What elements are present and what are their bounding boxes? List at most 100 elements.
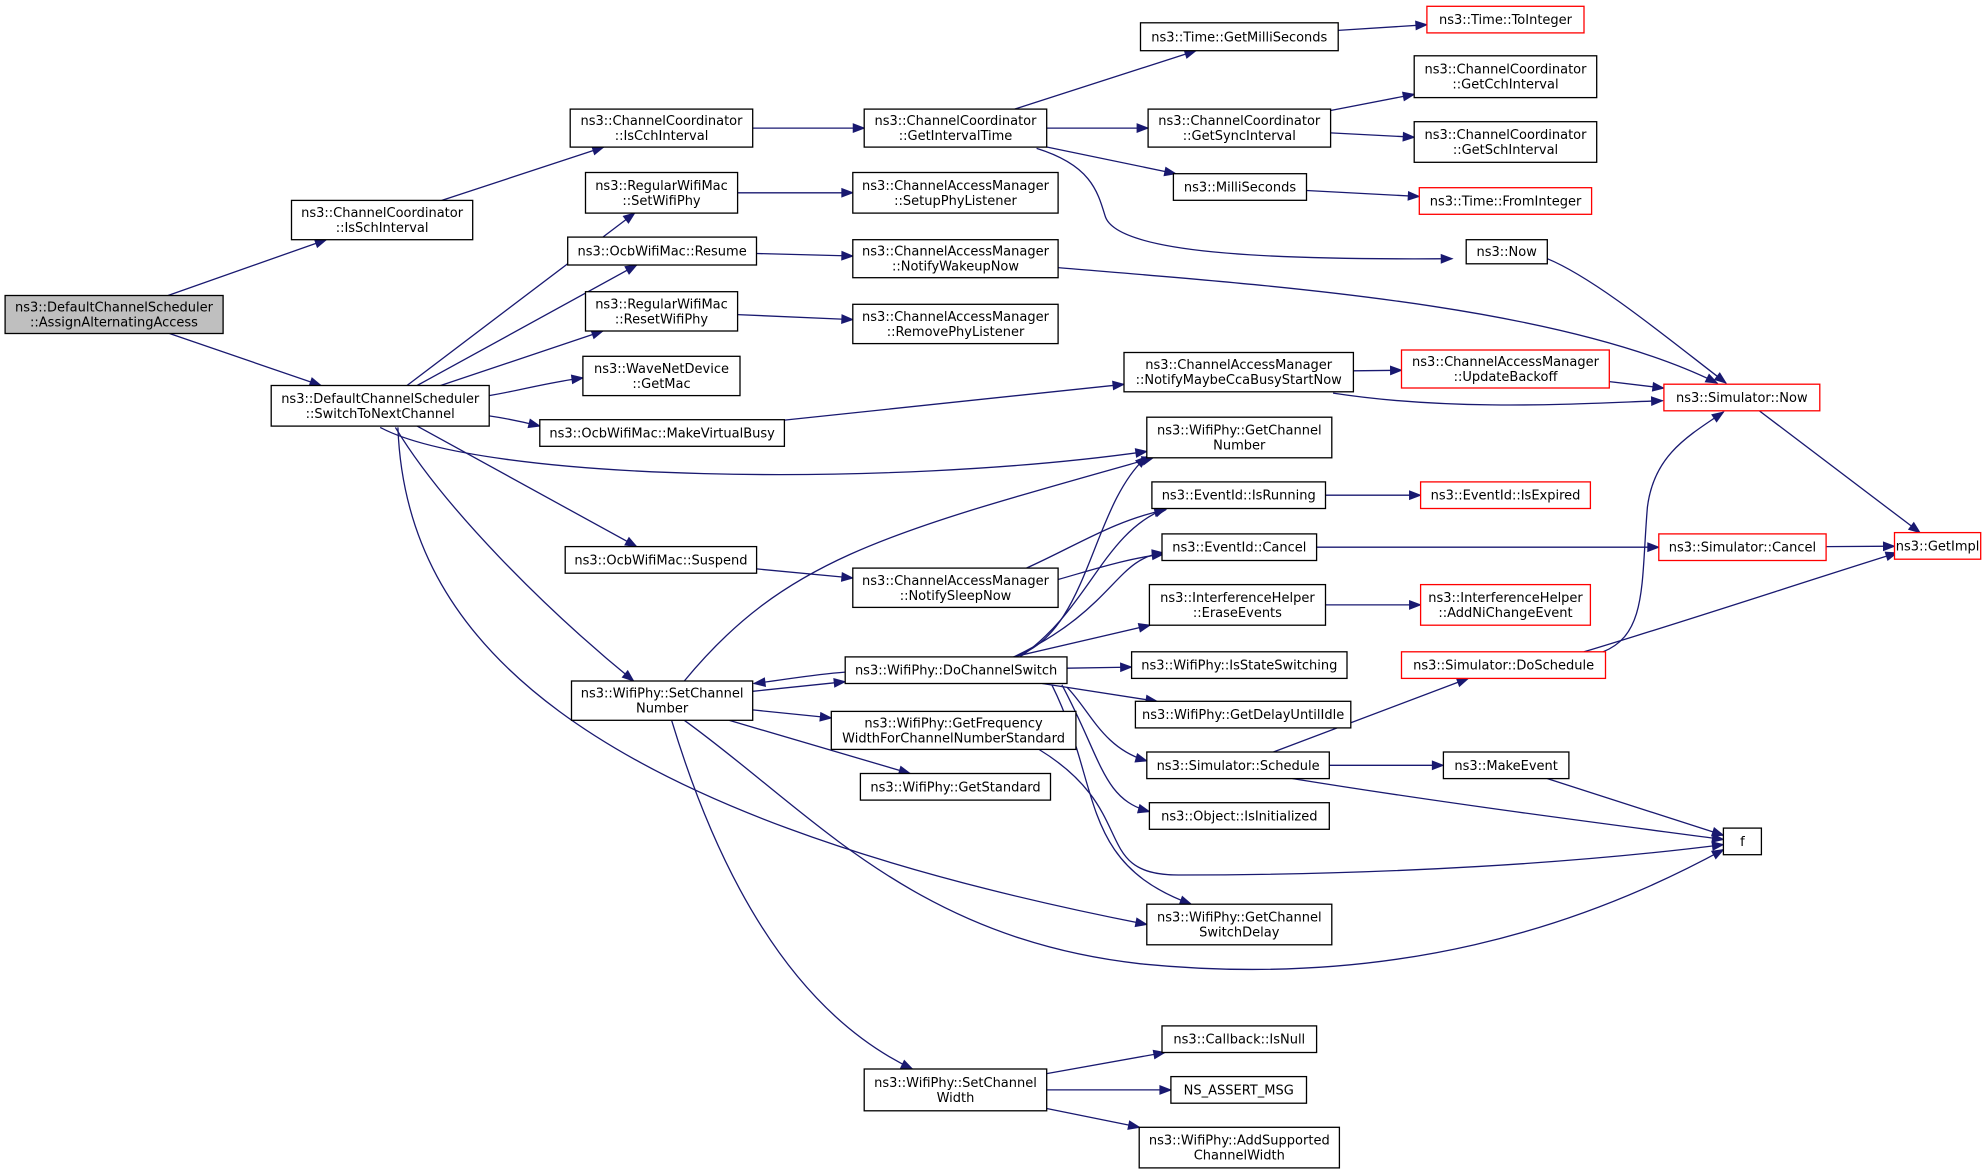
node-label: Number <box>636 702 689 717</box>
function-node[interactable]: ns3::ChannelCoordinator::GetCchInterval <box>1413 55 1598 99</box>
function-node[interactable]: ns3::EventId::IsExpired <box>1419 481 1592 510</box>
node-label: ns3::ChannelAccessManager <box>862 245 1050 260</box>
function-node[interactable]: ns3::Time::GetMilliSeconds <box>1139 22 1339 52</box>
edge-arrowhead <box>1136 803 1151 814</box>
function-node[interactable]: ns3::WaveNetDevice::GetMac <box>582 355 741 397</box>
function-node[interactable]: ns3::Time::FromInteger <box>1418 187 1593 215</box>
edge-line <box>756 252 853 257</box>
node-box <box>852 239 1059 279</box>
function-node[interactable]: ns3::Callback::IsNull <box>1161 1025 1318 1054</box>
function-node[interactable]: ns3::Time::ToInteger <box>1426 5 1585 34</box>
node-box <box>1663 383 1821 412</box>
node-box <box>270 384 490 427</box>
function-node[interactable]: ns3::ChannelAccessManager::RemovePhyList… <box>852 303 1059 345</box>
node-box <box>539 419 786 447</box>
edge-line <box>752 681 846 692</box>
function-node[interactable]: ns3::Object::IsInitialized <box>1148 802 1330 830</box>
edge-arrowhead <box>1710 848 1725 860</box>
function-node[interactable]: ns3::RegularWifiMac::ResetWifiPhy <box>584 291 739 332</box>
edge-arrowhead <box>313 238 328 249</box>
node-box <box>1146 751 1330 780</box>
call-edge <box>1759 410 1922 534</box>
call-edge <box>169 332 323 387</box>
edge-line <box>167 239 327 297</box>
function-node[interactable]: ns3::InterferenceHelper::AddNiChangeEven… <box>1419 583 1592 626</box>
node-box <box>1419 583 1592 626</box>
function-node[interactable]: ns3::OcbWifiMac::Resume <box>567 236 758 266</box>
node-label: ns3::Object::IsInitialized <box>1161 810 1317 825</box>
function-node[interactable]: ns3::Simulator::DoSchedule <box>1400 651 1607 680</box>
function-node[interactable]: ns3::MakeEvent <box>1442 751 1570 780</box>
node-label: ns3::RegularWifiMac <box>595 179 728 194</box>
function-node[interactable]: ns3::ChannelAccessManager::NotifyMaybeCc… <box>1123 351 1355 393</box>
function-node[interactable]: ns3::Simulator::Now <box>1663 383 1821 412</box>
function-node[interactable]: ns3::DefaultChannelScheduler::SwitchToNe… <box>270 384 490 427</box>
node-label: ::GetMac <box>632 377 690 392</box>
node-label: ns3::ChannelAccessManager <box>862 574 1050 589</box>
node-label: ::GetIntervalTime <box>899 129 1013 144</box>
function-node[interactable]: ns3::OcbWifiMac::Suspend <box>564 545 758 574</box>
function-node[interactable]: ns3::ChannelAccessManager::NotifySleepNo… <box>852 567 1059 609</box>
node-label: ns3::ChannelCoordinator <box>1158 114 1321 129</box>
function-node[interactable]: ns3::ChannelAccessManager::UpdateBackoff <box>1400 349 1610 389</box>
edges-layer <box>167 20 1922 1130</box>
node-label: ns3::ChannelAccessManager <box>862 179 1050 194</box>
function-node[interactable]: ns3::WifiPhy::DoChannelSwitch <box>844 656 1068 685</box>
call-edge <box>488 374 585 397</box>
node-box <box>1138 1126 1341 1169</box>
function-node[interactable]: ns3::Simulator::Cancel <box>1658 533 1827 562</box>
call-edge <box>1013 455 1148 658</box>
edge-line <box>737 313 853 321</box>
function-node[interactable]: ns3::EventId::Cancel <box>1161 533 1318 562</box>
function-node[interactable]: ns3::WifiPhy::GetStandard <box>859 772 1052 801</box>
function-node[interactable]: ns3::ChannelCoordinator::IsCchInterval <box>569 108 754 148</box>
node-label: ::IsCchInterval <box>615 129 709 144</box>
call-edge <box>1026 507 1168 569</box>
function-node[interactable]: ns3::WifiPhy::IsStateSwitching <box>1130 651 1348 680</box>
function-node[interactable]: ns3::WifiPhy::GetFrequencyWidthForChanne… <box>830 710 1077 751</box>
function-node[interactable]: ns3::Simulator::Schedule <box>1146 751 1330 780</box>
function-node[interactable]: ns3::ChannelAccessManager::SetupPhyListe… <box>852 171 1059 214</box>
function-node[interactable]: ns3::ChannelCoordinator::GetIntervalTime <box>863 108 1048 148</box>
node-label: ns3::ChannelCoordinator <box>1425 128 1588 143</box>
edge-line <box>756 568 853 579</box>
function-node[interactable]: ns3::ChannelCoordinator::IsSchInterval <box>290 199 474 241</box>
edge-line <box>1014 50 1197 110</box>
edge-line <box>1292 777 1724 841</box>
edge-line <box>1013 552 1164 658</box>
function-node[interactable]: ns3::EventId::IsRunning <box>1151 481 1327 510</box>
edge-line <box>488 377 583 397</box>
call-edge <box>1046 1049 1167 1075</box>
node-label: ns3::InterferenceHelper <box>1160 591 1315 606</box>
function-node[interactable]: ns3::ChannelCoordinator::GetSchInterval <box>1413 121 1598 163</box>
function-node[interactable]: f <box>1722 827 1763 856</box>
edge-arrowhead <box>1647 542 1661 553</box>
function-node[interactable]: ns3::MilliSeconds <box>1172 173 1308 201</box>
edge-arrowhead <box>308 377 323 387</box>
edge-arrowhead <box>1415 20 1429 31</box>
node-label: ns3::EventId::IsExpired <box>1431 489 1581 504</box>
edge-arrowhead <box>1409 599 1422 610</box>
node-label: ::UpdateBackoff <box>1454 370 1559 385</box>
function-node[interactable]: ns3::GetImpl <box>1893 531 1982 560</box>
function-node[interactable]: ns3::InterferenceHelper::EraseEvents <box>1148 583 1327 626</box>
function-node[interactable]: ns3::ChannelCoordinator::GetSyncInterval <box>1147 108 1332 148</box>
edge-arrowhead <box>1112 380 1126 391</box>
edge-arrowhead <box>590 329 605 340</box>
nodes-layer: ns3::DefaultChannelScheduler::AssignAlte… <box>4 5 1982 1169</box>
node-box <box>1413 121 1598 163</box>
function-node[interactable]: ns3::RegularWifiMac::SetWifiPhy <box>584 171 739 214</box>
function-node[interactable]: ns3::Now <box>1465 239 1548 265</box>
function-node[interactable]: ns3::WifiPhy::GetDelayUntilIdle <box>1134 700 1352 729</box>
node-label: ns3::Time::FromInteger <box>1430 195 1582 210</box>
node-label: ns3::InterferenceHelper <box>1428 591 1583 606</box>
function-node[interactable]: ns3::ChannelAccessManager::NotifyWakeupN… <box>852 239 1059 279</box>
function-node[interactable]: ns3::OcbWifiMac::MakeVirtualBusy <box>539 419 786 447</box>
function-node[interactable]: NS_ASSERT_MSG <box>1170 1075 1308 1104</box>
